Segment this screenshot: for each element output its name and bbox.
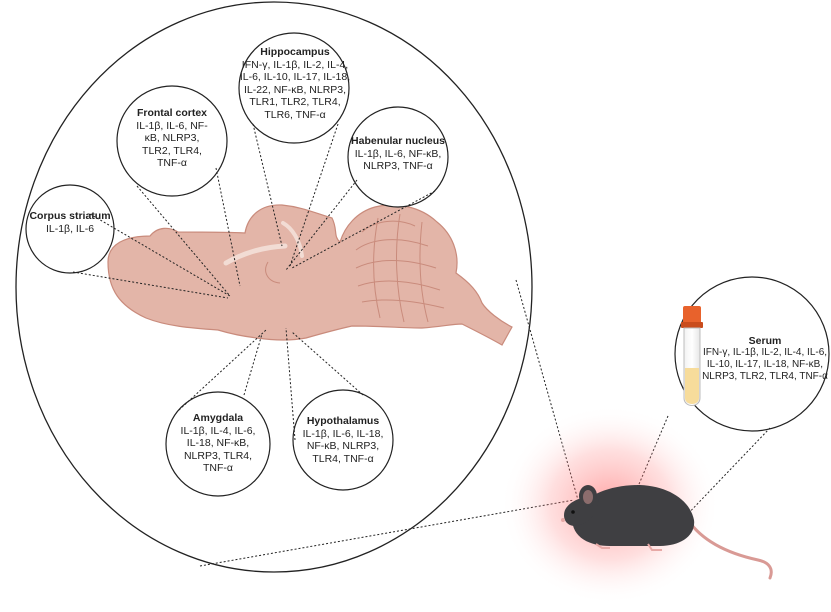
- corpus-striatum-line: IL-1β, IL-6: [28, 223, 112, 236]
- hypothalamus-title: Hypothalamus: [295, 415, 391, 428]
- hippocampus-line: IL-22, NF-κB, NLRP3,: [239, 84, 351, 97]
- frontal-cortex-label: Frontal cortex IL-1β, IL-6, NF- κB, NLRP…: [127, 107, 217, 170]
- hypothalamus-line: IL-1β, IL-6, IL-18,: [295, 428, 391, 441]
- frontal-cortex-line: IL-1β, IL-6, NF-: [127, 120, 217, 133]
- amygdala-title: Amygdala: [170, 412, 266, 425]
- frontal-cortex-title: Frontal cortex: [127, 107, 217, 120]
- frontal-cortex-line: κB, NLRP3,: [127, 132, 217, 145]
- serum-label: Serum IFN-γ, IL-1β, IL-2, IL-4, IL-6, IL…: [700, 335, 830, 383]
- hippocampus-line: TLR6, TNF-α: [239, 109, 351, 122]
- frontal-cortex-line: TNF-α: [127, 157, 217, 170]
- hypothalamus-line: NF-κB, NLRP3,: [295, 440, 391, 453]
- habenular-nucleus-title: Habenular nucleus: [350, 135, 446, 148]
- hippocampus-line: TLR1, TLR2, TLR4,: [239, 96, 351, 109]
- corpus-striatum-title: Corpus striatum: [28, 210, 112, 223]
- amygdala-line: IL-1β, IL-4, IL-6,: [170, 425, 266, 438]
- frontal-cortex-line: TLR2, TLR4,: [127, 145, 217, 158]
- habenular-nucleus-line: NLRP3, TNF-α: [350, 160, 446, 173]
- habenular-nucleus-line: IL-1β, IL-6, NF-κB,: [350, 148, 446, 161]
- corpus-striatum-label: Corpus striatum IL-1β, IL-6: [28, 210, 112, 235]
- hippocampus-line: IL-6, IL-10, IL-17, IL-18,: [239, 71, 351, 84]
- amygdala-line: TNF-α: [170, 462, 266, 475]
- serum-line: NLRP3, TLR2, TLR4, TNF-α: [700, 371, 830, 383]
- hippocampus-label: Hippocampus IFN-γ, IL-1β, IL-2, IL-4, IL…: [239, 46, 351, 121]
- amygdala-line: IL-18, NF-κB,: [170, 437, 266, 450]
- amygdala-label: Amygdala IL-1β, IL-4, IL-6, IL-18, NF-κB…: [170, 412, 266, 475]
- amygdala-line: NLRP3, TLR4,: [170, 450, 266, 463]
- serum-line: IFN-γ, IL-1β, IL-2, IL-4, IL-6,: [700, 347, 830, 359]
- habenular-nucleus-label: Habenular nucleus IL-1β, IL-6, NF-κB, NL…: [350, 135, 446, 173]
- serum-title: Serum: [700, 335, 830, 347]
- hypothalamus-line: TLR4, TNF-α: [295, 453, 391, 466]
- hippocampus-line: IFN-γ, IL-1β, IL-2, IL-4,: [239, 59, 351, 72]
- hippocampus-title: Hippocampus: [239, 46, 351, 59]
- serum-line: IL-10, IL-17, IL-18, NF-κB,: [700, 359, 830, 371]
- hypothalamus-label: Hypothalamus IL-1β, IL-6, IL-18, NF-κB, …: [295, 415, 391, 465]
